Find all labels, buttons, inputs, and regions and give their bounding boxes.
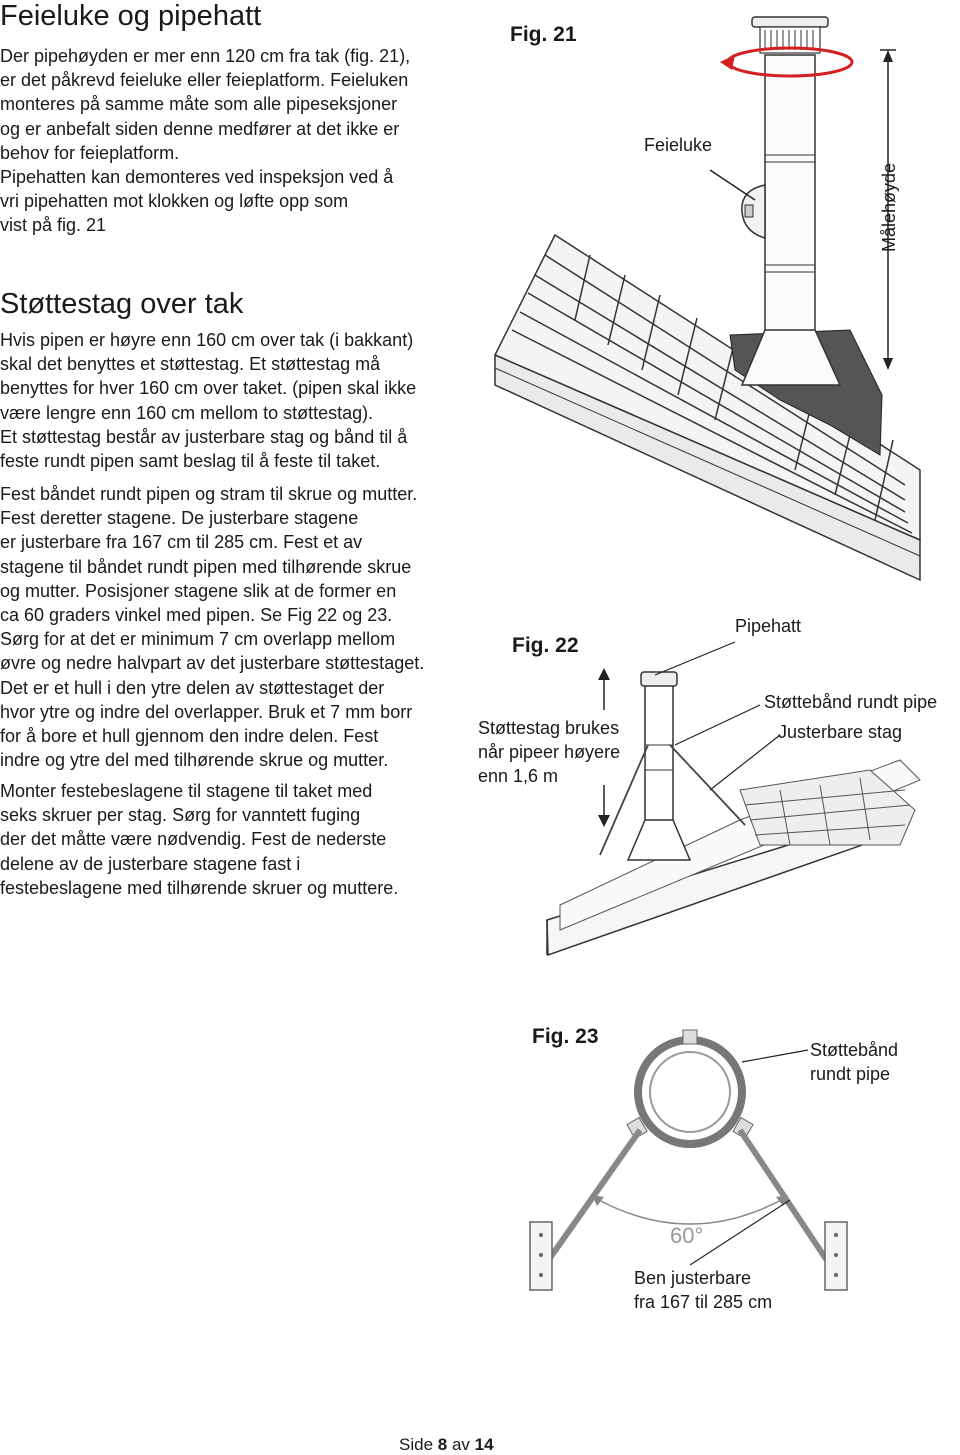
text-line: øvre og nedre halvpart av det justerbare… [0,653,425,674]
footer-middle: av [451,1435,470,1454]
text-line: festebeslagene med tilhørende skruer og … [0,877,399,898]
section2-para2: Fest båndet rundt pipen og stram til skr… [0,482,480,772]
page-total: 14 [474,1435,494,1454]
note-line: enn 1,6 m [478,766,559,786]
text-line: vist på fig. 21 [0,215,107,236]
text-line: behov for feieplatform. [0,142,180,163]
text-line: Pipehatten kan demonteres ved inspeksjon… [0,167,394,188]
text-line: delene av de justerbare stagene fast i [0,853,301,874]
text-line: for å bore et hull gjennom den indre del… [0,726,379,747]
fig22-label: Fig. 22 [512,634,579,657]
text-line: Det er et hull i den ytre delen av støtt… [0,677,385,698]
note-line: Støttestag brukes [478,718,620,738]
text-line: være lengre enn 160 cm mellom to støttes… [0,402,374,423]
section-title-feieluke: Feieluke og pipehatt [0,0,262,32]
fig23-stotteband-label: Støttebånd rundt pipe [810,1038,898,1086]
label-line: Støttebånd [810,1040,899,1060]
page-number: 8 [437,1435,448,1454]
text-line: Et støttestag består av justerbare stag … [0,426,408,447]
text-line: Sørg for at det er minimum 7 cm overlapp… [0,629,396,650]
note-line: når pipeer høyere [478,742,621,762]
text-line: feste rundt pipen samt beslag til å fest… [0,451,381,472]
feieluke-label: Feieluke [644,135,713,155]
section2-para1: Hvis pipen er høyre enn 160 cm over tak … [0,328,480,473]
text-line: der det måtte være nødvendig. Fest de ne… [0,829,387,850]
angle-label: 60° [670,1223,704,1248]
fig23-label: Fig. 23 [532,1025,599,1048]
text-line: monteres på samme måte som alle pipeseks… [0,94,398,115]
text-line: seks skruer per stag. Sørg for vanntett … [0,805,361,826]
text-line: Fest båndet rundt pipen og stram til skr… [0,484,418,504]
text-line: er justerbare fra 167 cm til 285 cm. Fes… [0,532,363,553]
text-line: indre og ytre del med tilhørende skrue o… [0,750,389,771]
label-line: fra 167 til 285 cm [634,1292,773,1312]
text-line: benyttes for hver 160 cm over taket. (pi… [0,378,417,399]
fig21-label: Fig. 21 [510,23,577,46]
text-line: og mutter. Posisjoner stagene slik at de… [0,580,397,601]
text-line: Monter festebeslagene til stagene til ta… [0,781,373,801]
text-line: hvor ytre og indre del overlapper. Bruk … [0,701,413,722]
section2-para3: Monter festebeslagene til stagene til ta… [0,779,480,900]
text-line: Hvis pipen er høyre enn 160 cm over tak … [0,330,414,350]
page-footer: Side 8 av 14 [399,1435,494,1455]
footer-prefix: Side [399,1435,434,1454]
text-line: stagene til båndet rundt pipen med tilhø… [0,556,412,577]
fig22-note: Støttestag brukes når pipeer høyere enn … [478,716,620,788]
text-line: Fest deretter stagene. De justerbare sta… [0,508,359,529]
pipehatt-label: Pipehatt [735,616,802,636]
section-title-stottestag: Støttestag over tak [0,288,244,320]
ben-justerbare-label: Ben justerbare fra 167 til 285 cm [634,1266,772,1314]
text-line: og er anbefalt siden denne medfører at d… [0,118,400,139]
stotteband-label: Støttebånd rundt pipe [764,692,938,712]
text-line: vri pipehatten mot klokken og løfte opp … [0,191,349,212]
text-line: er det påkrevd feieluke eller feieplatfo… [0,70,409,91]
label-line: rundt pipe [810,1064,891,1084]
text-line: Der pipehøyden er mer enn 120 cm fra tak… [0,46,411,66]
text-line: ca 60 graders vinkel med pipen. Se Fig 2… [0,605,393,626]
justerbare-stag-label: Justerbare stag [778,722,903,742]
section1-body: Der pipehøyden er mer enn 120 cm fra tak… [0,44,480,238]
text-line: skal det benyttes et støttestag. Et støt… [0,354,381,375]
label-line: Ben justerbare [634,1268,752,1288]
